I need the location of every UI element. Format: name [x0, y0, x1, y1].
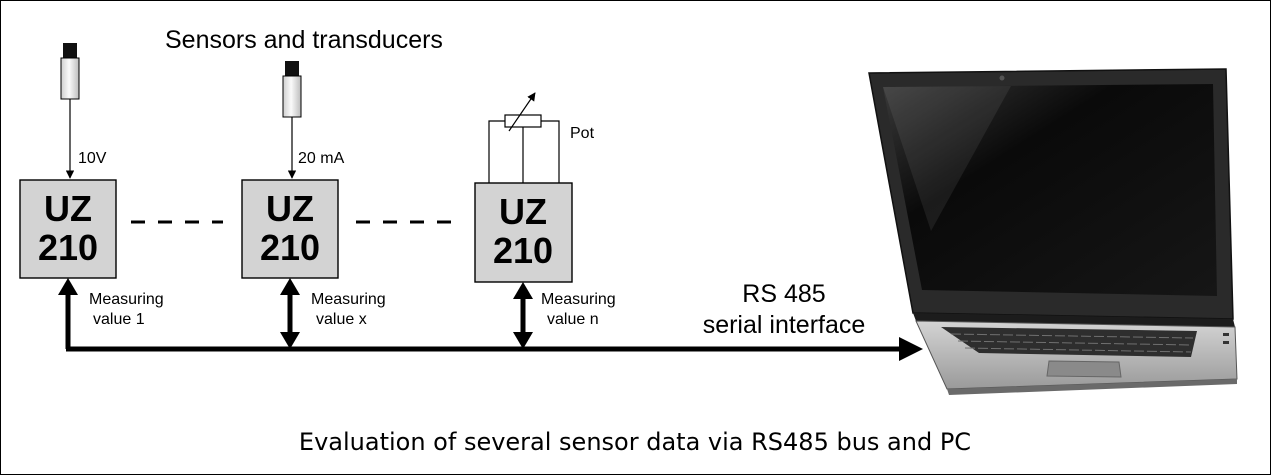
- sensor-icon-2: [282, 61, 302, 118]
- value-label-2-line2: value x: [316, 311, 367, 328]
- diagram-caption: Evaluation of several sensor data via RS…: [299, 428, 971, 456]
- bus-link-2: [280, 278, 300, 349]
- module-3-line1: UZ: [499, 191, 547, 232]
- value-label-1-line1: Measuring: [89, 291, 164, 308]
- module-2-line1: UZ: [266, 188, 314, 229]
- value-label-3-line1: Measuring: [541, 291, 616, 308]
- input-label-1: 10V: [78, 150, 107, 167]
- module-2-line2: 210: [260, 227, 320, 268]
- module-3-line2: 210: [493, 230, 553, 271]
- bus-link-3: [513, 282, 533, 349]
- diagram-heading: Sensors and transducers: [165, 26, 443, 54]
- rs485-bus-line: [66, 337, 923, 361]
- uz210-module-2: UZ 210: [241, 179, 339, 279]
- value-label-3-line2: value n: [547, 311, 599, 328]
- uz210-module-3: UZ 210: [474, 182, 573, 283]
- potentiometer-icon: [488, 92, 560, 183]
- input-label-3: Pot: [570, 125, 595, 142]
- module-1-line2: 210: [38, 227, 98, 268]
- laptop-icon: [868, 68, 1238, 395]
- module-1-line1: UZ: [44, 188, 92, 229]
- bus-label-line1: RS 485: [742, 280, 825, 308]
- value-label-1-line2: value 1: [93, 311, 145, 328]
- bus-link-1: [58, 278, 78, 349]
- bus-label-line2: serial interface: [703, 311, 866, 339]
- input-label-2: 20 mA: [298, 150, 345, 167]
- value-label-2-line1: Measuring: [311, 291, 386, 308]
- uz210-module-1: UZ 210: [19, 179, 117, 279]
- sensor-icon-1: [60, 43, 80, 100]
